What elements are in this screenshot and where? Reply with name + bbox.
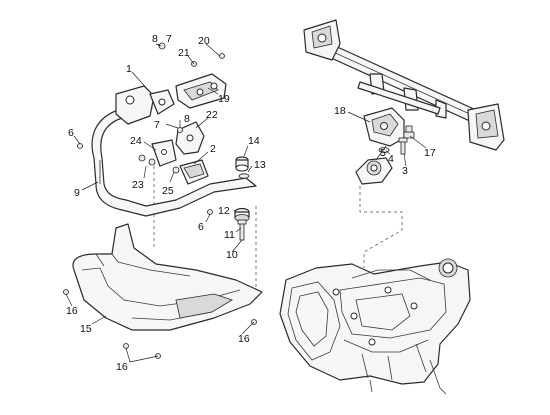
callout-13: 13 (254, 159, 266, 171)
callout-7-top: 7 (166, 33, 172, 45)
callout-4: 4 (388, 153, 394, 165)
callout-21: 21 (178, 47, 190, 59)
callout-9: 9 (74, 187, 80, 199)
callout-24: 24 (130, 135, 142, 147)
callout-1: 1 (126, 63, 132, 75)
callout-labels: 1 2 3 4 5 6 6 7 7 8 8 9 10 11 12 13 14 1… (66, 33, 436, 373)
callout-20: 20 (198, 35, 210, 47)
callout-17: 17 (424, 147, 436, 159)
part-9-tubular-frame (91, 99, 257, 217)
callout-16-bottom: 16 (116, 361, 128, 373)
part-19-bracket (175, 73, 227, 109)
callout-23: 23 (132, 179, 144, 191)
callout-2: 2 (210, 143, 216, 155)
part-17-bolt (403, 125, 415, 139)
part-11-bolt (237, 219, 247, 241)
callout-5: 5 (380, 147, 386, 159)
part-13-washer (238, 173, 250, 179)
callout-8-top: 8 (152, 33, 158, 45)
callout-6-left: 6 (68, 127, 74, 139)
part-23-nuts (138, 154, 156, 166)
callout-16-right: 16 (238, 333, 250, 345)
callout-8-mid: 8 (184, 113, 190, 125)
callout-16-left: 16 (66, 305, 78, 317)
callout-18: 18 (334, 105, 346, 117)
leader-lines (65, 43, 427, 363)
callout-12: 12 (218, 205, 230, 217)
callout-6-lower: 6 (198, 221, 204, 233)
callout-11: 11 (224, 229, 235, 241)
callout-15: 15 (80, 323, 92, 335)
part-15-skid-plate (72, 223, 263, 331)
callout-19: 19 (218, 93, 230, 105)
part-22-plate (175, 121, 205, 155)
part-3-bolt (398, 137, 408, 155)
callout-3: 3 (402, 165, 408, 177)
part-12-bushing (234, 207, 250, 222)
callout-22: 22 (206, 109, 218, 121)
small-bolts (63, 42, 257, 359)
callout-7-mid: 7 (154, 119, 160, 131)
part-25-nut (172, 166, 180, 174)
part-1-frame-bracket (115, 85, 175, 125)
part-14-bushing (235, 156, 249, 172)
cross-member-frame (303, 19, 505, 151)
callout-25: 25 (162, 185, 174, 197)
callout-10: 10 (226, 249, 238, 261)
callout-14: 14 (248, 135, 260, 147)
part-5-mount (355, 157, 393, 185)
part-18-support-bracket (363, 107, 405, 147)
gearbox-housing (279, 258, 471, 395)
part-2-mount-block (179, 159, 209, 185)
part-24-bracket (151, 139, 177, 167)
